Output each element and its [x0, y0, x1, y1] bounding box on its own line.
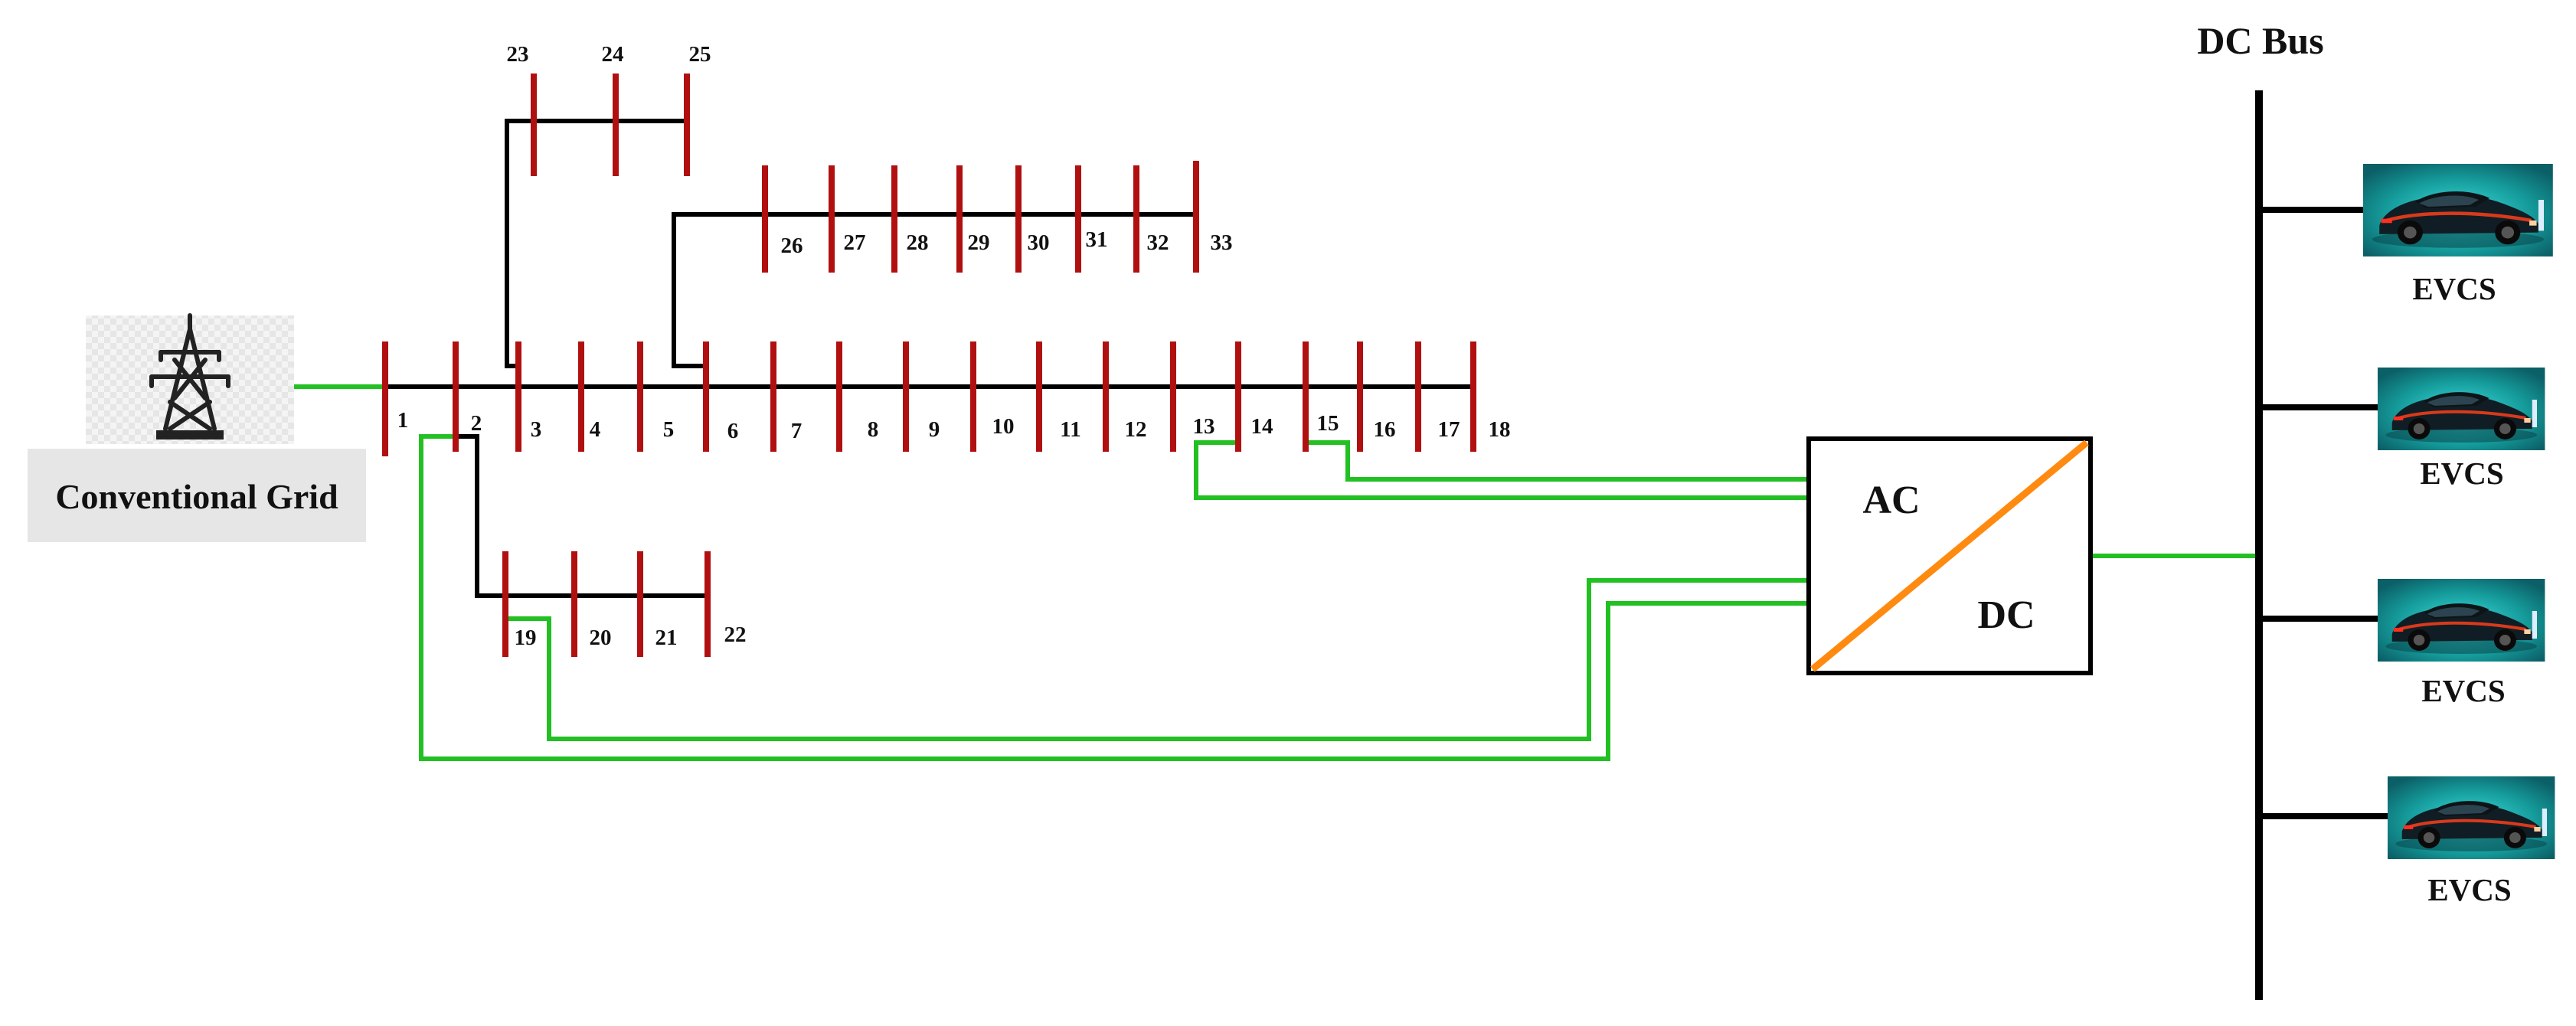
bus-number-21: 21	[655, 626, 678, 650]
bus-number-22: 22	[724, 622, 747, 647]
ac-dc-converter: AC DC	[1806, 436, 2093, 675]
converter-dc-label: DC	[1977, 593, 2035, 637]
electric-car-icon	[2378, 579, 2545, 662]
grid-label: Conventional Grid	[55, 477, 338, 516]
bus-number-32: 32	[1147, 230, 1169, 255]
bus-number-3: 3	[531, 417, 542, 442]
evcs-label: EVCS	[2412, 271, 2496, 306]
green-links	[294, 384, 2259, 761]
bus-number-11: 11	[1060, 417, 1080, 442]
bus-number-23: 23	[507, 42, 529, 67]
bus-number-33: 33	[1211, 230, 1233, 255]
electric-car-icon	[2378, 368, 2545, 450]
electric-car-icon	[2388, 776, 2555, 859]
bus-number-5: 5	[663, 417, 675, 442]
bus2-to-converter-link	[419, 434, 1809, 761]
bus-number-9: 9	[929, 417, 940, 442]
bus-number-7: 7	[791, 419, 803, 443]
electric-car-icon	[2363, 164, 2553, 256]
bus-number-16: 16	[1374, 417, 1396, 442]
bus-number-15: 15	[1317, 411, 1339, 436]
bus13-to-converter-link	[1194, 440, 1809, 500]
dc-bus-label: DC Bus	[2197, 19, 2323, 62]
conventional-grid: Conventional Grid	[28, 313, 366, 542]
bus-number-28: 28	[907, 230, 929, 255]
evcs-label: EVCS	[2427, 872, 2511, 907]
dc-bus: DC Bus	[2197, 19, 2388, 1000]
bus-number-10: 10	[992, 414, 1015, 439]
evcs-station: EVCS	[2378, 579, 2545, 708]
bus19-to-converter-link	[505, 578, 1809, 741]
lateral-line-19-22	[456, 434, 708, 598]
lateral-line-23-25	[505, 119, 687, 368]
transmission-tower-icon	[149, 313, 230, 439]
converter-diagonal	[1810, 439, 2089, 672]
bus-number-19: 19	[515, 626, 537, 650]
grid-label-box	[28, 449, 366, 542]
bus-number-30: 30	[1028, 230, 1050, 255]
bus-number-4: 4	[590, 417, 601, 442]
bus-number-29: 29	[968, 230, 990, 255]
evcs-label: EVCS	[2420, 456, 2503, 491]
feeder-lines	[385, 119, 1473, 598]
bus-number-27: 27	[844, 230, 866, 255]
converter-ac-label: AC	[1862, 479, 1920, 522]
bus-number-12: 12	[1125, 417, 1147, 442]
bus-number-25: 25	[689, 42, 711, 67]
evcs-station: EVCS	[2388, 776, 2555, 907]
bus-number-1: 1	[397, 408, 409, 433]
evcs-label: EVCS	[2421, 673, 2505, 708]
bus-number-20: 20	[590, 626, 612, 650]
bus-number-8: 8	[868, 417, 879, 442]
evcs-station: EVCS	[2378, 368, 2545, 491]
bus-number-18: 18	[1489, 417, 1511, 442]
bus-number-24: 24	[602, 42, 624, 67]
bus-number-2: 2	[471, 411, 482, 436]
bus-number-26: 26	[781, 234, 803, 258]
bus-number-6: 6	[727, 419, 739, 443]
evcs-station: EVCS	[2363, 164, 2553, 306]
bus-number-14: 14	[1251, 414, 1273, 439]
bus-number-17: 17	[1438, 417, 1460, 442]
lateral-line-26-33	[672, 212, 1196, 368]
bus-number-13: 13	[1193, 414, 1215, 439]
bus-number-31: 31	[1086, 227, 1108, 252]
bus15-to-converter-link	[1306, 440, 1809, 482]
